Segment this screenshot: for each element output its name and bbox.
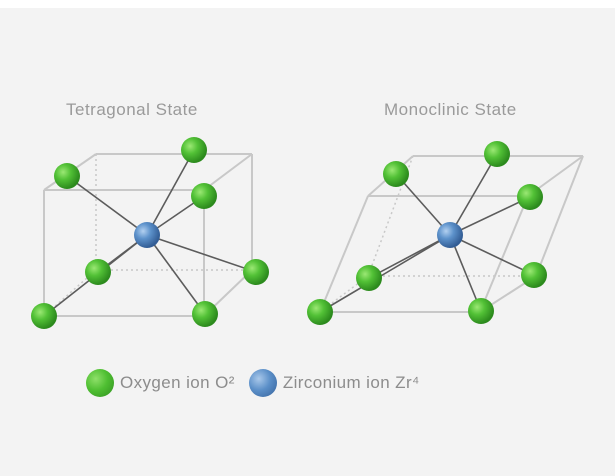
legend-label-zirconium: Zirconium ion Zr⁴ bbox=[282, 373, 420, 392]
oxygen-ion bbox=[31, 303, 57, 329]
legend: Oxygen ion O² Zirconium ion Zr⁴ bbox=[86, 369, 434, 397]
oxygen-ion bbox=[181, 137, 207, 163]
oxygen-ion bbox=[468, 298, 494, 324]
tetragonal-cell bbox=[31, 137, 269, 329]
legend-item-zirconium: Zirconium ion Zr⁴ bbox=[248, 369, 420, 397]
oxygen-ion bbox=[521, 262, 547, 288]
monoclinic-bonds bbox=[319, 153, 535, 313]
oxygen-ion bbox=[383, 161, 409, 187]
oxygen-ion bbox=[192, 301, 218, 327]
oxygen-ion bbox=[517, 184, 543, 210]
legend-label-oxygen: Oxygen ion O² bbox=[120, 373, 235, 392]
oxygen-ion bbox=[307, 299, 333, 325]
oxygen-ion bbox=[243, 259, 269, 285]
monoclinic-cell bbox=[307, 141, 584, 325]
cell-edge bbox=[319, 195, 369, 313]
legend-item-oxygen: Oxygen ion O² bbox=[86, 369, 235, 397]
oxygen-ion bbox=[356, 265, 382, 291]
cell-edge bbox=[479, 195, 529, 313]
zirconium-ion bbox=[134, 222, 160, 248]
tetragonal-state-title: Tetragonal State bbox=[66, 100, 198, 119]
cell-edge bbox=[535, 155, 584, 277]
monoclinic-state-title: Monoclinic State bbox=[384, 100, 517, 119]
cell-edge bbox=[203, 153, 253, 191]
zirconium-ion-swatch bbox=[248, 369, 277, 397]
zirconium-ion bbox=[437, 222, 463, 248]
oxygen-ion bbox=[85, 259, 111, 285]
oxygen-ion bbox=[191, 183, 217, 209]
figure-background bbox=[0, 8, 615, 476]
oxygen-ion-swatch bbox=[86, 369, 114, 397]
oxygen-ion bbox=[54, 163, 80, 189]
oxygen-ion bbox=[484, 141, 510, 167]
